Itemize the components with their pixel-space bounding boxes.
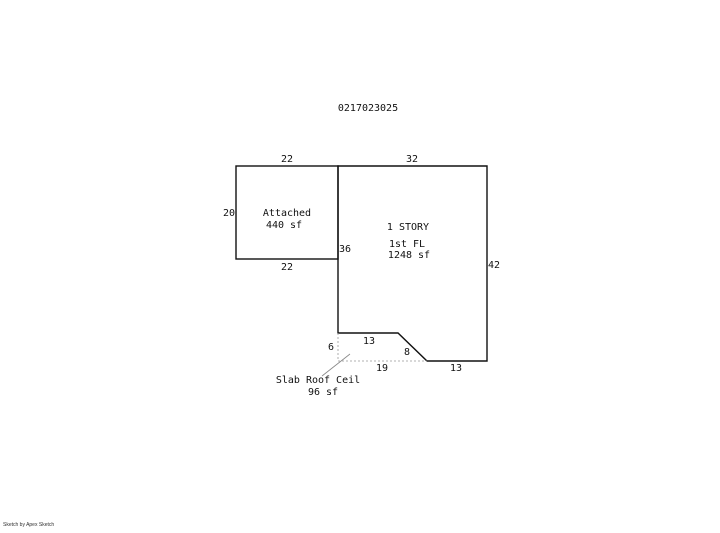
- dim-garage-bottom: 22: [281, 262, 293, 273]
- main-stories: 1 STORY: [387, 222, 429, 233]
- dim-slab-bottom: 19: [376, 363, 388, 374]
- garage-size: 440 sf: [266, 220, 302, 231]
- dim-bottom-right: 13: [450, 363, 462, 374]
- slab-leader-line: [321, 353, 351, 377]
- dim-slab-left: 6: [328, 342, 334, 353]
- footer-credit: Sketch by Apex Sketch: [3, 522, 54, 528]
- dim-main-left: 36: [339, 244, 351, 255]
- dim-garage-top: 22: [281, 154, 293, 165]
- garage-name: Attached: [263, 208, 311, 219]
- dim-notch-top: 13: [363, 336, 375, 347]
- sketch-id: 0217023025: [338, 103, 398, 114]
- slab-size: 96 sf: [308, 387, 338, 398]
- main-floor: 1st FL: [389, 239, 425, 250]
- main-size: 1248 sf: [388, 250, 430, 261]
- dim-main-top: 32: [406, 154, 418, 165]
- main-house-outline: [337, 165, 488, 362]
- dim-main-right: 42: [488, 260, 500, 271]
- slab-outline: [337, 333, 427, 362]
- dim-garage-left: 20: [223, 208, 235, 219]
- dim-notch-diag: 8: [404, 347, 410, 358]
- slab-name: Slab Roof Ceil: [276, 375, 360, 386]
